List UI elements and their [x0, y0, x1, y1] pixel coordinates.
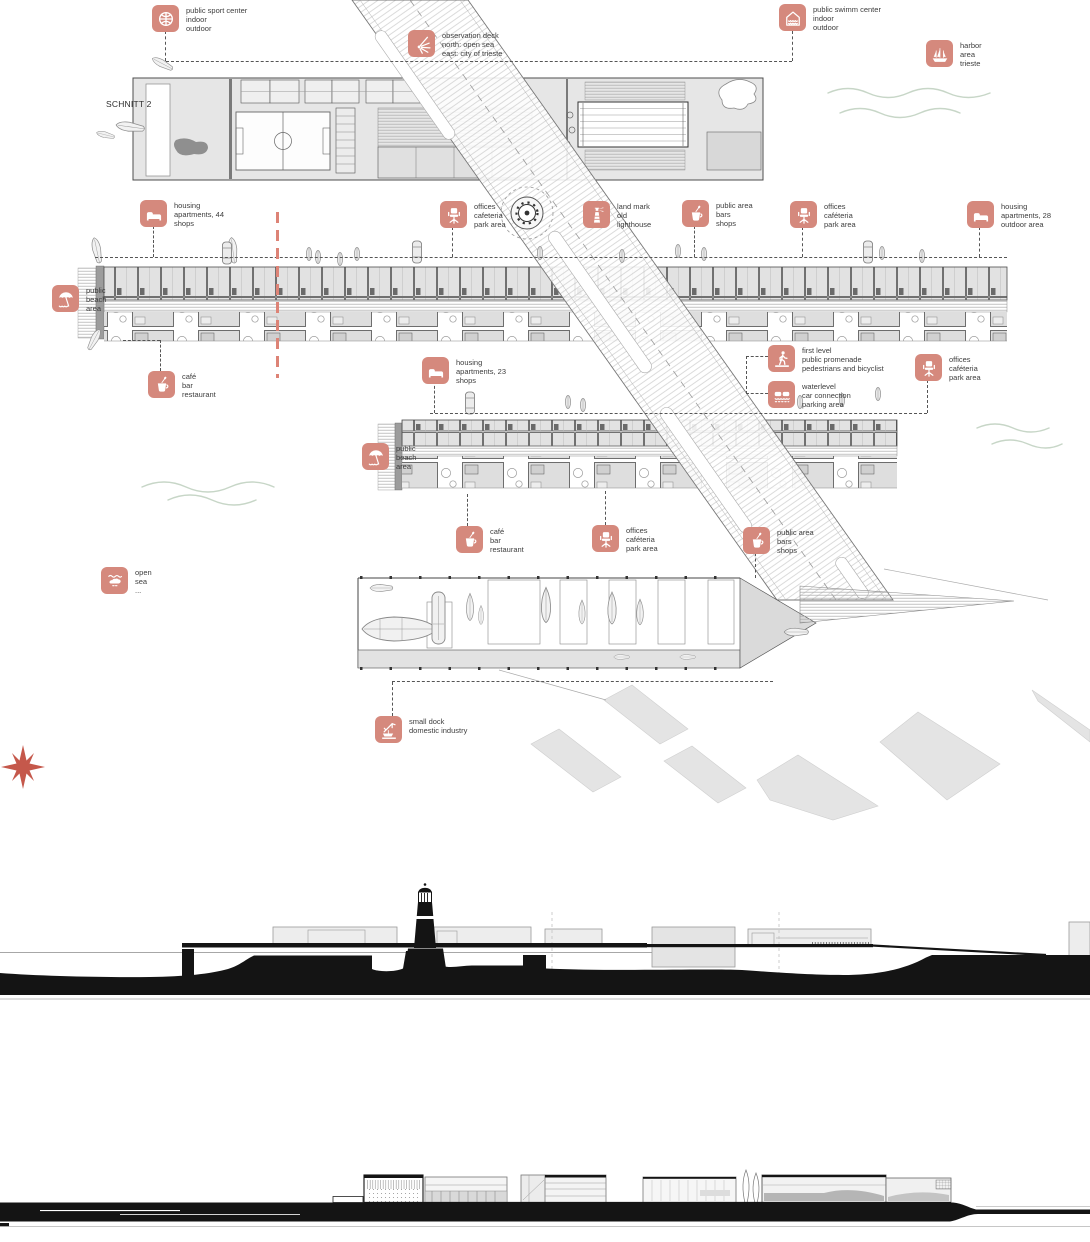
leader-cafe1-v — [160, 340, 161, 371]
cafe-cup-icon — [148, 371, 175, 398]
leader-dock-h — [392, 681, 773, 682]
open-sea-icon — [101, 567, 128, 594]
beach-umbrella-icon — [52, 285, 79, 312]
motorboat — [431, 591, 446, 645]
bar-cup-icon — [682, 200, 709, 227]
leader-levels-v — [746, 356, 747, 394]
dock-crane-icon — [375, 716, 402, 743]
cypress-trees — [742, 1169, 760, 1204]
dock-arrow-head — [739, 577, 817, 669]
bed-icon — [422, 357, 449, 384]
leader-housing44 — [153, 226, 154, 257]
bed-icon — [967, 201, 994, 228]
view-rays-icon — [408, 30, 435, 57]
bed-icon — [140, 200, 167, 227]
leader-offices1 — [452, 227, 453, 257]
leader-offices3 — [927, 380, 928, 413]
road-line-north — [95, 257, 1007, 258]
old-lighthouse-plan — [500, 186, 554, 240]
pond — [718, 79, 757, 110]
housing-strip-north — [77, 265, 1008, 342]
leader-housing28 — [979, 227, 980, 257]
housing-strip-south — [377, 419, 898, 491]
basketball-icon — [152, 5, 179, 32]
schnitt2-label: SCHNITT 2 — [106, 99, 152, 109]
office-chair-icon — [440, 201, 467, 228]
office-chair-icon — [592, 525, 619, 552]
cars-icon — [768, 381, 795, 408]
office-chair-icon — [915, 354, 942, 381]
leader-cafe2 — [467, 494, 468, 526]
pedestrian-icon — [768, 345, 795, 372]
beach-umbrella-icon — [362, 443, 389, 470]
existing-city-blocks — [530, 684, 1090, 821]
section-2-buildings — [363, 1169, 952, 1204]
swim-hall-icon — [779, 4, 806, 31]
leader-top — [166, 61, 792, 62]
leader-dock-v — [392, 682, 393, 716]
swimming-pool — [577, 101, 689, 148]
office-chair-icon — [790, 201, 817, 228]
leader-offices2 — [802, 227, 803, 257]
ramp-wedge — [799, 585, 1015, 624]
lighthouse-icon — [583, 201, 610, 228]
lighthouse-section — [404, 883, 447, 975]
leader-offices4 — [605, 491, 606, 525]
section-cut-line-schnitt2 — [276, 212, 279, 378]
large-sailboat — [361, 616, 438, 642]
harbor-ship-icon — [926, 40, 953, 67]
leader-firstlevel — [746, 356, 768, 357]
football-pitch — [235, 111, 331, 171]
leader-publicarea2 — [755, 553, 756, 578]
cafe-cup-icon — [456, 526, 483, 553]
water-waves — [141, 87, 1063, 506]
bar-cup-icon — [743, 527, 770, 554]
small-dock-marina — [356, 568, 1049, 670]
leader-publicarea1 — [694, 226, 695, 257]
sports-center-building — [132, 77, 764, 181]
diagonal-pier — [351, 0, 894, 601]
stair-block — [335, 107, 356, 174]
leader-swim — [792, 31, 793, 61]
section-2 — [0, 1169, 1090, 1227]
leader-waterlevel — [746, 393, 768, 394]
compass-star — [1, 745, 45, 789]
section-1 — [0, 883, 1090, 1000]
road-line-south — [430, 413, 927, 414]
leader-cafe1-h — [123, 340, 160, 341]
leader-housing23 — [434, 381, 435, 413]
leader-sport — [165, 31, 166, 61]
